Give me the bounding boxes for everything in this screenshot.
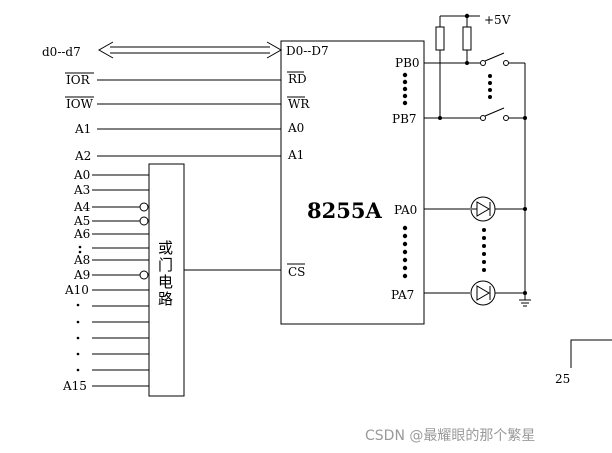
pa7-led-triangle bbox=[476, 285, 490, 301]
addr-a9-label: A9 bbox=[73, 268, 90, 282]
pb0-switch-contact-a bbox=[480, 60, 486, 66]
addr-a15-label: A15 bbox=[62, 379, 87, 393]
resistor-2 bbox=[462, 26, 472, 51]
pin-a1-label: A1 bbox=[287, 148, 304, 162]
pb7-switch-blade bbox=[484, 107, 505, 117]
or-gate-box bbox=[148, 163, 185, 397]
pin-wr-label: WR bbox=[288, 97, 310, 111]
addr-a0-label: A0 bbox=[73, 168, 90, 182]
pin-pa0-label: PA0 bbox=[394, 203, 417, 217]
bus-a2-label: A2 bbox=[74, 149, 91, 163]
addr-dots-upper bbox=[78, 245, 82, 254]
ground-symbol bbox=[519, 299, 531, 307]
rail-junction-pb7 bbox=[523, 116, 527, 120]
bus-data-label: d0--d7 bbox=[42, 45, 81, 59]
page-number: 25 bbox=[555, 372, 570, 386]
pb7-switch-contact-b bbox=[503, 115, 509, 121]
pb0-switch-blade bbox=[484, 52, 505, 62]
addr-a9-inverter bbox=[139, 270, 149, 280]
switch-dots bbox=[488, 74, 492, 99]
pb-dots bbox=[402, 72, 408, 106]
pin-pb7-label: PB7 bbox=[392, 112, 417, 126]
pa-dots bbox=[402, 225, 408, 279]
addr-a4-label: A4 bbox=[73, 200, 91, 214]
pin-rd-label: RD bbox=[288, 72, 307, 86]
pb0-switch-contact-b bbox=[503, 60, 509, 66]
addr-lower-wires bbox=[92, 305, 149, 371]
pin-data-label: D0--D7 bbox=[286, 44, 329, 58]
chip-name-label: 8255A bbox=[307, 198, 382, 223]
pin-pa7-label: PA7 bbox=[391, 288, 414, 302]
or-gate-char-3: 电 bbox=[158, 273, 173, 291]
led-dots bbox=[482, 228, 486, 272]
pb7-switch-contact-a bbox=[480, 115, 486, 121]
data-bus-arrow bbox=[97, 41, 283, 59]
pin-pb0-label: PB0 bbox=[395, 56, 420, 70]
bus-ior-label: IOR bbox=[66, 73, 91, 87]
power-label: +5V bbox=[484, 13, 511, 27]
resistor-1 bbox=[435, 26, 445, 51]
pin-cs-label: CS bbox=[288, 265, 305, 279]
addr-a10-label: A10 bbox=[64, 283, 89, 297]
addr-a4-inverter bbox=[139, 202, 149, 212]
addr-a3-label: A3 bbox=[73, 183, 90, 197]
pa0-led-triangle bbox=[476, 201, 490, 217]
addr-a5-inverter bbox=[139, 216, 149, 226]
addr-a5-label: A5 bbox=[73, 214, 90, 228]
bus-a1-label: A1 bbox=[74, 122, 91, 136]
or-gate-char-2: 门 bbox=[158, 256, 173, 274]
pa7-led-circle bbox=[470, 280, 496, 306]
page-corner-mark bbox=[570, 339, 612, 368]
chip-8255a-body bbox=[280, 40, 425, 325]
addr-a6-label: A6 bbox=[73, 227, 90, 241]
or-gate-char-1: 或 bbox=[158, 239, 173, 257]
pin-a0-label: A0 bbox=[287, 121, 304, 135]
bus-iow-label: IOW bbox=[66, 97, 94, 111]
or-gate-char-4: 路 bbox=[158, 290, 173, 308]
watermark: CSDN @最耀眼的那个繁星 bbox=[365, 428, 535, 444]
addr-dots-lower bbox=[76, 303, 80, 372]
addr-a8-label: A8 bbox=[73, 253, 90, 267]
